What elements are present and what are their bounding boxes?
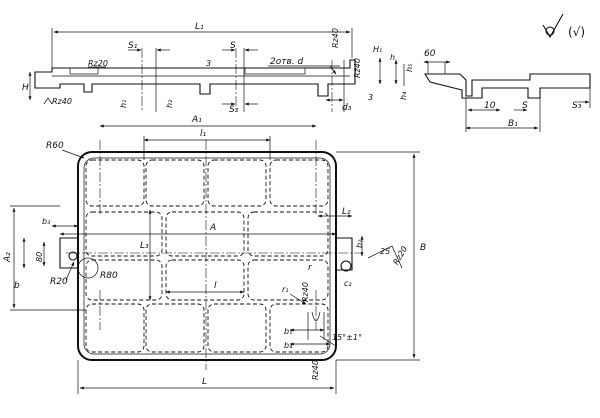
dim-B: B [420,243,426,253]
roughness-symbol: (√) [542,13,585,39]
dim-L3: L₃ [140,241,149,251]
radius-r: r [308,263,313,273]
roughness-Rz40-left: Rz40 [52,97,72,106]
cell-grid [85,159,329,353]
plan-view: A₁ l₁ R60 A₂ b b₃ 80 R80 R20 A L₃ [3,115,426,394]
roughness-Rz40-mid: Rz40 [353,58,362,78]
dim-3-mid: 3 [206,59,211,68]
dim-S3: S₃ [572,101,582,111]
radius-r1: r₁ [282,285,289,294]
dim-b3: b₃ [42,217,50,226]
holes-label: 2отв. d [270,57,304,67]
dim-3-right: 3 [368,93,373,102]
dim-h2: h₂ [165,99,174,108]
radius-R80: R80 [100,271,118,281]
dim-10: 10 [484,101,496,111]
roughness-check-icon [542,13,564,39]
dim-S2: S₂ [229,105,239,115]
dim-c2: c₂ [344,279,352,288]
radius-R60: R60 [46,141,64,151]
dim-L1: L₁ [195,22,204,32]
section-view: L₁ S₁ S S₂ Rz20 H Rz40 [22,22,414,115]
dim-L2: L₂ [342,207,351,217]
dim-b4: b₄ [284,341,293,350]
dim-b1: b₁ [284,327,292,336]
angle-15: 15°±1° [332,333,362,342]
dim-h5: h₅ [405,64,414,72]
dim-h1: h₁ [119,100,128,108]
roughness-Rz20-plan: Rz20 [391,245,409,267]
dim-80: 80 [35,252,44,262]
dim-d3: d₃ [342,103,352,113]
dim-l1: l₁ [200,129,207,139]
angle-25: 25 [380,247,390,256]
dim-L: L [202,377,207,387]
dim-A: A [209,223,216,233]
roughness-Rz40-top: Rz40 [301,282,310,302]
dim-A2: A₂ [3,252,13,263]
dim-S1: S₁ [128,41,138,51]
plate-outline [77,151,337,361]
roughness-note: (√) [568,25,585,39]
dim-S-side: S [522,101,528,111]
dim-H1: H₁ [373,45,382,54]
dim-b2: b₂ [355,239,364,248]
side-view: 60 10 S B₁ S₃ [423,49,591,132]
dim-60: 60 [424,49,436,59]
roughness-Rz20: Rz20 [88,59,108,68]
roughness-Rz40-bottom: Rz40 [311,360,320,380]
dim-H: H [22,83,29,93]
dim-h: h [390,53,395,62]
dim-b: b [14,281,20,291]
radius-R20: R20 [50,277,68,287]
dim-h4: h₄ [399,91,408,100]
dim-l: l [214,281,217,291]
roughness-Rz40-vertical: Rz40 [331,28,340,48]
dim-A1: A₁ [191,115,202,125]
dim-B1: B₁ [508,119,518,129]
dim-S: S [230,41,236,51]
